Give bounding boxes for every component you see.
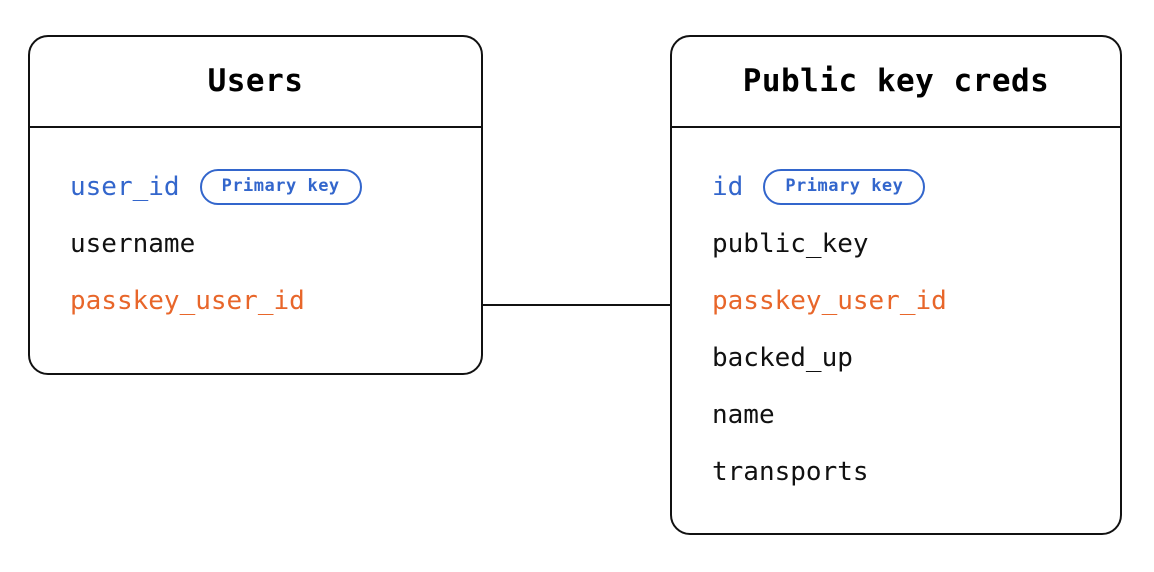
entity-title: Public key creds [742,63,1050,99]
field-row[interactable]: user_id Primary key [30,158,481,215]
field-name-id: id [712,171,744,202]
relationship-connector-users-to-creds [483,304,670,306]
field-row[interactable]: public_key [672,215,1120,272]
primary-key-badge: Primary key [199,168,362,205]
entity-header-users: Users [30,37,481,128]
entity-header-public-key-creds: Public key creds [672,37,1120,128]
field-name-public-key: public_key [712,228,869,259]
field-name-name: name [712,399,775,430]
field-name-passkey-user-id: passkey_user_id [70,285,305,316]
field-row[interactable]: backed_up [672,329,1120,386]
field-row[interactable]: username [30,215,481,272]
field-row[interactable]: name [672,386,1120,443]
entity-title: Users [207,63,304,99]
field-name-passkey-user-id: passkey_user_id [712,285,947,316]
field-name-username: username [70,228,196,259]
primary-key-badge: Primary key [763,168,926,205]
field-name-backed-up: backed_up [712,342,853,373]
field-row[interactable]: transports [672,443,1120,500]
field-row[interactable]: id Primary key [672,158,1120,215]
field-row[interactable]: passkey_user_id [30,272,481,329]
field-name-user-id: user_id [70,171,180,202]
field-name-transports: transports [712,456,869,487]
field-row[interactable]: passkey_user_id [672,272,1120,329]
